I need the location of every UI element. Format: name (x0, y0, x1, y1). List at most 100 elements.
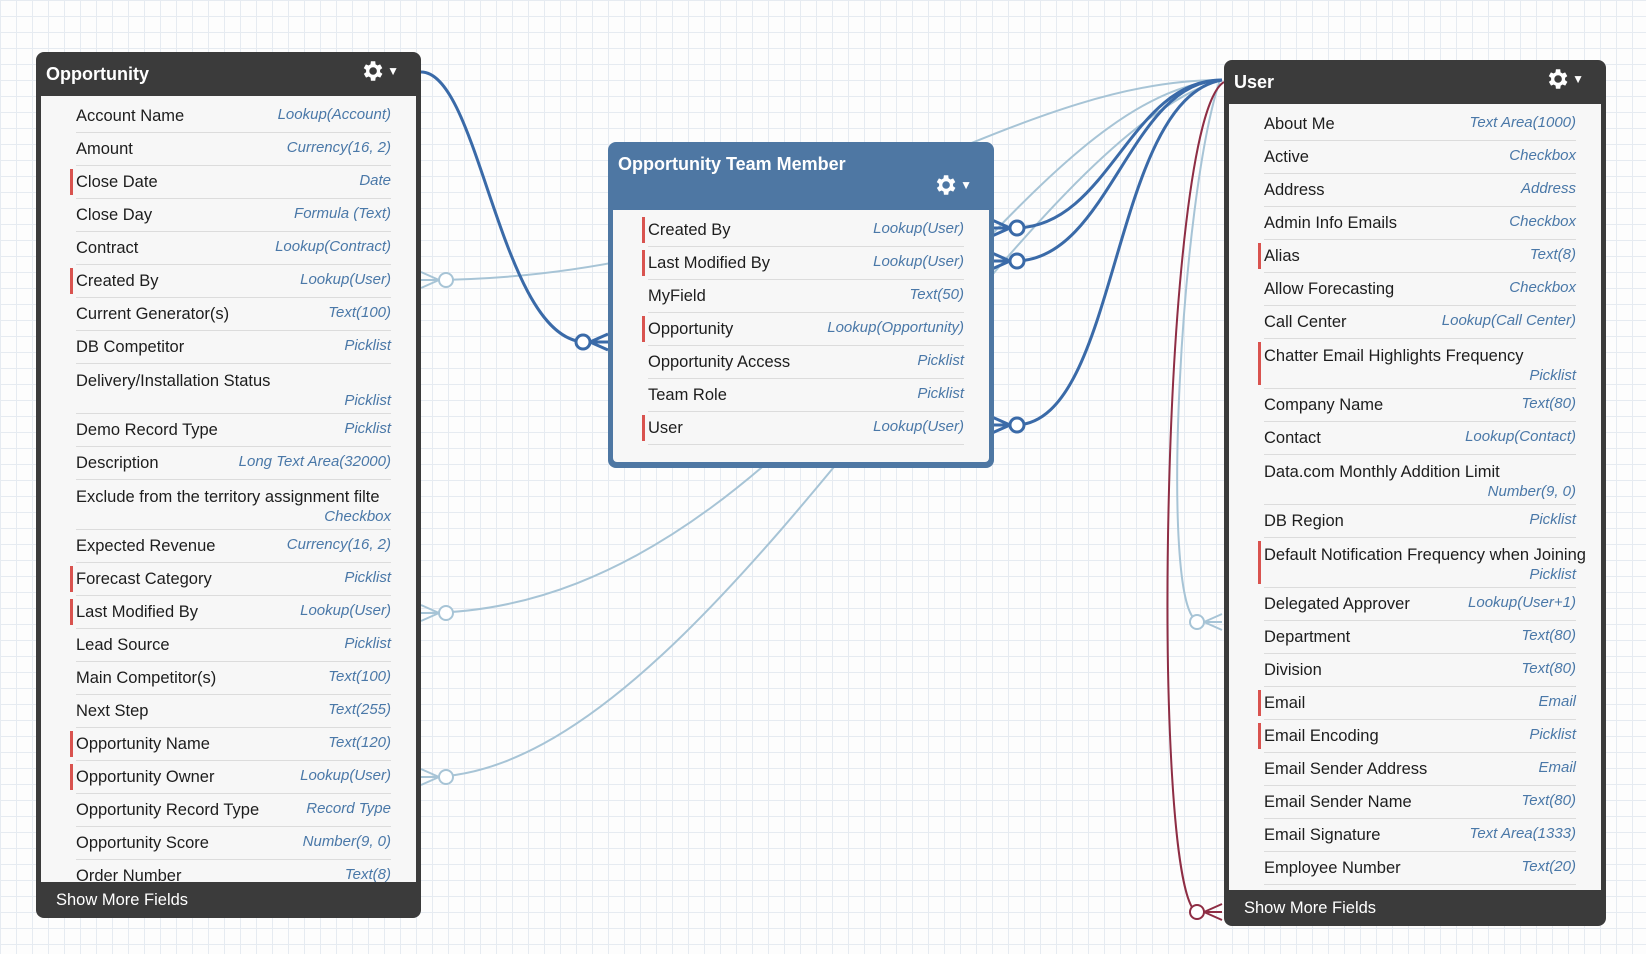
user-menu-button[interactable]: ▼ (1544, 66, 1584, 92)
connector-team-lastmodified-user (1016, 78, 1223, 263)
field-row[interactable]: Opportunity Record Type Record Type (76, 794, 391, 827)
field-name: Next Step (76, 702, 149, 720)
field-name: Demo Record Type (76, 421, 218, 439)
field-type: Checkbox (1509, 279, 1576, 296)
user-show-more-fields-link[interactable]: Show More Fields (1244, 899, 1377, 917)
field-type: Text(80) (1521, 627, 1576, 644)
connector-user-self-reference (1166, 81, 1225, 913)
chevron-down-icon: ▼ (960, 178, 972, 192)
field-row[interactable]: DB Region Picklist (1264, 505, 1576, 538)
field-name: Team Role (648, 386, 727, 404)
field-name: Opportunity Name (76, 735, 210, 753)
opportunity-header[interactable]: Opportunity ▼ (36, 52, 421, 96)
field-name: Email Sender Address (1264, 760, 1428, 778)
field-type: Email (1538, 759, 1576, 776)
field-row[interactable]: Next Step Text(255) (76, 695, 391, 728)
team-member-title: Opportunity Team Member (618, 154, 846, 174)
field-name: Company Name (1264, 396, 1384, 414)
field-type: Currency(16, 2) (286, 536, 391, 553)
field-name: Close Date (76, 173, 158, 191)
field-row[interactable]: Main Competitor(s)Text(100) (76, 662, 391, 695)
opportunity-menu-button[interactable]: ▼ (359, 58, 399, 84)
field-type: Lookup(User) (873, 220, 964, 237)
field-type: Text(80) (1521, 660, 1576, 677)
field-type: Picklist (1529, 511, 1576, 528)
field-type: Text(255) (328, 701, 391, 718)
field-name: DB Region (1264, 512, 1344, 530)
opportunity-show-more-fields-link[interactable]: Show More Fields (56, 891, 189, 909)
field-name: Opportunity Record Type (76, 801, 260, 819)
field-type: Lookup(Opportunity) (827, 319, 964, 336)
team-member-header[interactable]: Opportunity Team Member ▼ (608, 142, 994, 210)
field-type: Picklist (344, 392, 391, 409)
connector-team-createdby-user (1016, 78, 1223, 230)
gear-icon (936, 175, 956, 195)
field-row[interactable]: Current Generator(s)Text(100) (76, 298, 391, 331)
field-row[interactable]: Team Role Picklist (648, 379, 964, 412)
field-row[interactable]: Exclude from the territory assignment fi… (76, 480, 391, 530)
field-type: Formula (Text) (294, 205, 391, 222)
field-type: Picklist (917, 385, 964, 402)
field-name: About Me (1264, 115, 1335, 133)
field-name: Employee Number (1264, 859, 1401, 877)
field-row[interactable]: Default Notification Frequency when Join… (1258, 538, 1586, 588)
field-row[interactable]: Email Sender Address Email (1264, 753, 1576, 786)
connector-user-delegated-approver (1176, 79, 1221, 621)
field-name: DB Competitor (76, 338, 185, 356)
field-type: Lookup(User) (873, 253, 964, 270)
user-header[interactable]: User ▼ (1224, 60, 1606, 104)
team-member-menu-button[interactable]: ▼ (932, 172, 972, 198)
field-type: Record Type (306, 800, 391, 817)
